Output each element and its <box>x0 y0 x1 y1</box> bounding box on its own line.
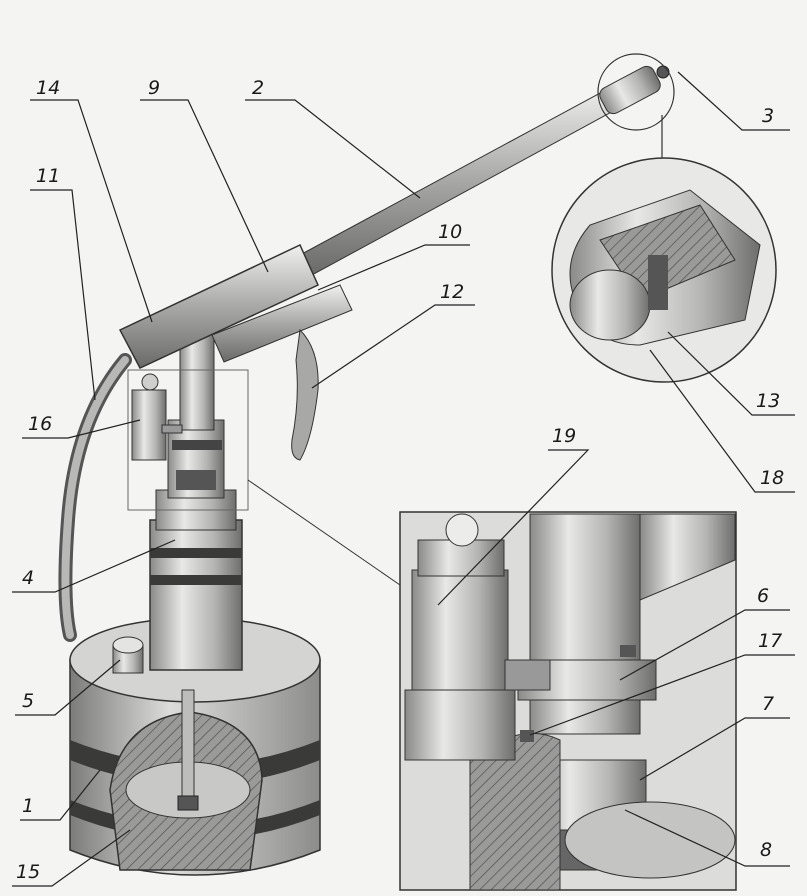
leader-1 <box>20 769 101 821</box>
callout-1: 1 <box>22 795 34 817</box>
callout-6: 6 <box>757 585 769 607</box>
leader-11 <box>30 189 96 401</box>
callout-15: 15 <box>16 861 40 883</box>
leader-14 <box>30 99 153 323</box>
callout-14: 14 <box>36 77 60 99</box>
valve-assembly <box>131 373 183 461</box>
callout-4: 4 <box>22 567 34 589</box>
leader-19 <box>437 449 590 606</box>
valve-detail-view <box>399 511 737 891</box>
callout-16: 16 <box>28 413 52 435</box>
leader-8 <box>624 809 790 867</box>
leader-5 <box>15 659 121 716</box>
callout-leaders <box>12 71 795 887</box>
callout-17: 17 <box>758 630 782 652</box>
callout-11: 11 <box>36 165 60 187</box>
callout-13: 13 <box>756 390 780 412</box>
leader-2 <box>245 99 421 199</box>
detail-reference-frame <box>127 369 249 511</box>
leader-3 <box>677 71 790 131</box>
callout-9: 9 <box>148 77 160 99</box>
lance-tube <box>118 65 670 369</box>
nozzle-detail-view <box>551 157 777 383</box>
callout-8: 8 <box>760 839 772 861</box>
callout-2: 2 <box>252 77 264 99</box>
leader-15 <box>12 829 131 887</box>
callout-5: 5 <box>22 690 34 712</box>
leader-18 <box>649 349 795 493</box>
leader-12 <box>311 304 475 389</box>
leader-9 <box>140 99 269 273</box>
leader-10 <box>317 244 470 291</box>
leader-13 <box>667 331 795 416</box>
nozzle-marker-circle <box>597 53 675 131</box>
callout-18: 18 <box>760 467 784 489</box>
callout-7: 7 <box>762 693 774 715</box>
leader-16 <box>22 419 141 439</box>
trigger-handle <box>211 284 353 461</box>
leader-7 <box>639 717 790 781</box>
filler-plug <box>112 636 144 674</box>
callout-19: 19 <box>552 425 576 447</box>
callout-3: 3 <box>762 105 774 127</box>
callout-12: 12 <box>440 281 464 303</box>
leader-17 <box>529 654 795 736</box>
callout-10: 10 <box>438 221 462 243</box>
detail-connector-line <box>247 479 401 586</box>
leader-4 <box>12 539 176 593</box>
leader-6 <box>619 609 790 681</box>
